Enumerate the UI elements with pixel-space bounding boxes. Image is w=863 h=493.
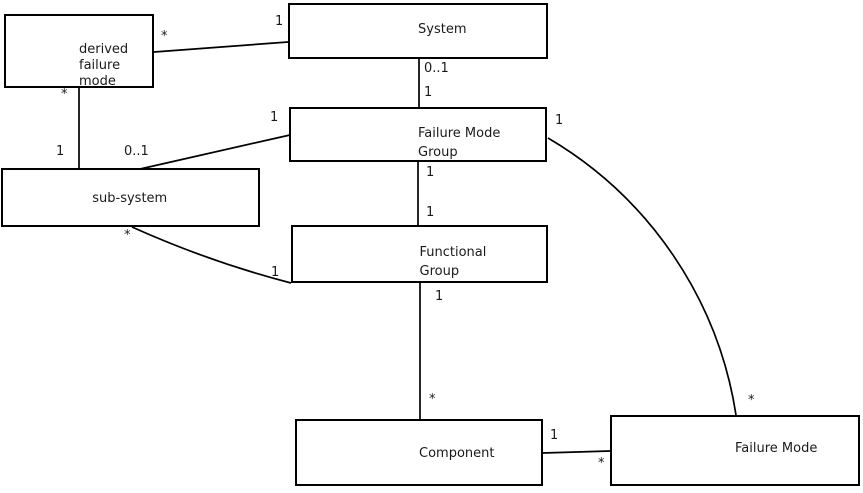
class-name-failure-mode-group: Failure Mode Group (418, 126, 501, 160)
class-name-system: System (418, 22, 467, 37)
multiplicity-system-fmg-one: 1 (424, 85, 433, 100)
multiplicity-subsystem-fmg-one: 1 (270, 110, 279, 125)
connector-component-failure-mode (542, 450, 611, 454)
class-box-sub-system: sub-system (1, 168, 260, 227)
connector-sub-system-functional-group (131, 226, 292, 284)
multiplicity-dfm-subsystem-star: * (61, 87, 68, 102)
connector-sub-system-failure-mode-group (139, 134, 291, 170)
multiplicity-dfm-system-star: * (161, 29, 168, 44)
class-name-component: Component (419, 446, 495, 461)
connector-failure-mode-group-failure-mode (547, 137, 737, 416)
multiplicity-fmg-fg-one-bottom: 1 (426, 205, 435, 220)
class-name-failure-mode: Failure Mode (735, 441, 818, 456)
connector-derived-failure-mode-system (153, 41, 289, 53)
class-name-sub-system: sub-system (92, 191, 168, 206)
class-name-derived-failure-mode: derived failure mode (79, 42, 129, 89)
class-box-component: Component (295, 419, 543, 486)
class-box-system: System (288, 3, 548, 59)
multiplicity-subsystem-fg-star: * (124, 228, 131, 243)
multiplicity-component-failuremode-one: 1 (550, 428, 559, 443)
multiplicity-dfm-system-one: 1 (275, 14, 284, 29)
multiplicity-fmg-fg-one-top: 1 (426, 165, 435, 180)
multiplicity-fmg-failuremode-one: 1 (555, 113, 564, 128)
multiplicity-component-failuremode-star: * (598, 456, 605, 471)
class-box-failure-mode: Failure Mode (610, 415, 860, 486)
class-box-derived-failure-mode: derived failure mode (4, 14, 154, 89)
multiplicity-subsystem-fmg-zero-one: 0..1 (124, 144, 149, 159)
multiplicity-fg-component-one: 1 (435, 289, 444, 304)
multiplicity-fmg-failuremode-star: * (748, 393, 755, 408)
multiplicity-fg-component-star: * (429, 392, 436, 407)
multiplicity-subsystem-fg-one: 1 (271, 265, 280, 280)
multiplicity-dfm-subsystem-one: 1 (56, 144, 65, 159)
multiplicity-system-fmg-zero-one: 0..1 (424, 61, 449, 76)
class-box-functional-group: Functional Group (291, 225, 548, 283)
class-box-failure-mode-group: Failure Mode Group (289, 107, 547, 162)
class-name-functional-group: Functional Group (419, 245, 487, 279)
